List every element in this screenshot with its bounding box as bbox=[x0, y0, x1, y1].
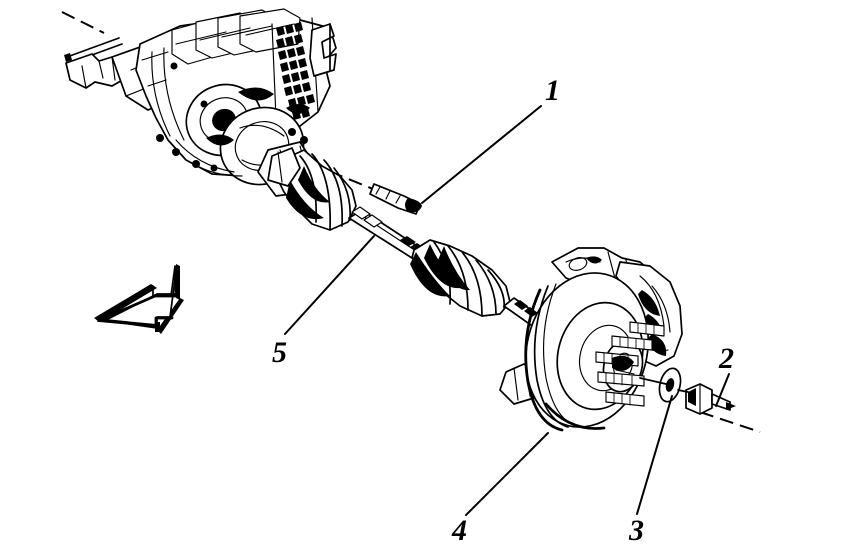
callout-leaders bbox=[284, 105, 730, 516]
axle-retaining-bolt bbox=[369, 183, 422, 215]
chain-hatching bbox=[276, 22, 315, 120]
callout-label-5: 5 bbox=[272, 336, 287, 369]
output-yoke bbox=[309, 23, 337, 77]
leader-2 bbox=[715, 373, 730, 407]
callout-label-3: 3 bbox=[628, 514, 644, 547]
callout-label-4: 4 bbox=[451, 514, 467, 547]
axle-shaft-nut bbox=[677, 383, 736, 415]
leader-4 bbox=[465, 432, 549, 516]
leader-1 bbox=[421, 105, 542, 204]
callout-label-1: 1 bbox=[545, 74, 560, 107]
shaded-recesses bbox=[206, 87, 310, 146]
direction-arrow bbox=[94, 264, 184, 334]
wheel-hub bbox=[595, 321, 665, 407]
callout-numbers: 1 2 3 4 5 bbox=[272, 74, 734, 547]
inner-cv-joint-boot bbox=[267, 147, 357, 231]
gear-chain-pack bbox=[171, 8, 319, 120]
callout-label-2: 2 bbox=[718, 342, 734, 375]
leader-5 bbox=[284, 235, 375, 335]
housing-bolts bbox=[156, 62, 308, 172]
leader-3 bbox=[636, 395, 673, 515]
outer-cv-joint-boot bbox=[410, 239, 511, 317]
wheel-studs bbox=[595, 321, 665, 407]
wheel-hub-washer bbox=[639, 367, 682, 403]
